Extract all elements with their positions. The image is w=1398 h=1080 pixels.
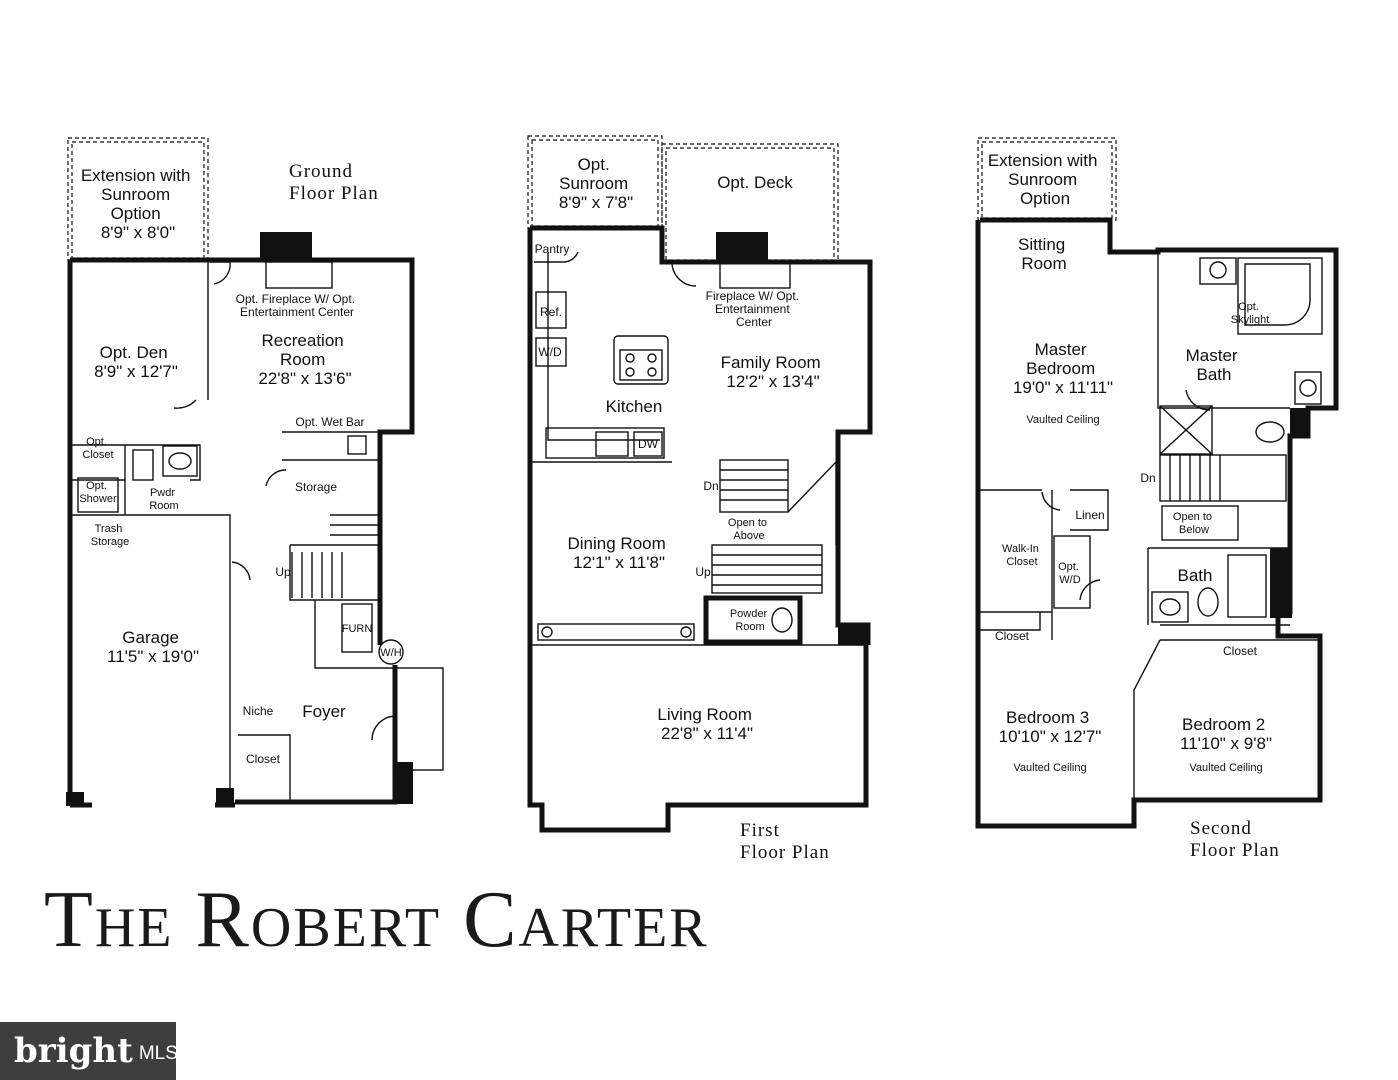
first-down-label: Dn bbox=[703, 479, 718, 493]
recreation-room-label: Recreation Room 22'8" x 13'6" bbox=[258, 331, 351, 388]
bedroom-3-label: Bedroom 3 10'10" x 12'7" bbox=[999, 708, 1102, 746]
storage-label: Storage bbox=[295, 480, 337, 494]
garage-label: Garage 11'5" x 19'0" bbox=[107, 628, 199, 666]
second-floor-plan: Extension with Sunroom Option Sitting Ro… bbox=[975, 137, 1339, 861]
water-heater-label: W/H bbox=[380, 647, 401, 659]
bed2-vaulted-label: Vaulted Ceiling bbox=[1189, 762, 1262, 774]
washer-dryer-label: W/D bbox=[538, 345, 562, 359]
bedroom-2-label: Bedroom 2 11'10" x 9'8" bbox=[1180, 715, 1272, 753]
dishwasher-label: DW bbox=[638, 437, 659, 451]
dining-room-label: Dining Room 12'1" x 11'8" bbox=[568, 534, 671, 572]
deck-label: Opt. Deck bbox=[717, 173, 793, 192]
bright-mls-watermark: bright MLS bbox=[0, 1022, 178, 1080]
first-up-label: Up bbox=[695, 565, 711, 579]
sitting-room-label: Sitting Room bbox=[1018, 235, 1070, 273]
powder-label: Powder Room bbox=[730, 608, 770, 633]
master-bedroom-label: Master Bedroom 19'0" x 11'11" bbox=[1013, 340, 1113, 397]
furnace-label: FURN bbox=[342, 623, 373, 635]
pantry-label: Pantry bbox=[535, 242, 570, 256]
master-bath-label: Master Bath bbox=[1186, 346, 1243, 384]
ground-floor-plan: Extension with Sunroom Option 8'9" x 8'0… bbox=[66, 137, 444, 808]
kitchen-label: Kitchen bbox=[606, 397, 663, 416]
skylight-label: Opt. Skylight bbox=[1231, 301, 1270, 326]
bed3-closet-label: Closet bbox=[995, 629, 1030, 643]
master-vaulted-label: Vaulted Ceiling bbox=[1026, 414, 1099, 426]
ground-fireplace-label: Opt. Fireplace W/ Opt. Entertainment Cen… bbox=[236, 292, 359, 319]
family-room-label: Family Room 12'2" x 13'4" bbox=[721, 353, 826, 391]
ref-label: Ref. bbox=[540, 305, 562, 319]
trash-storage-label: Trash Storage bbox=[91, 523, 130, 548]
bed3-vaulted-label: Vaulted Ceiling bbox=[1013, 762, 1086, 774]
ground-closet-label: Closet bbox=[246, 752, 281, 766]
watermark-brand: bright bbox=[14, 1031, 133, 1071]
opt-wd-label: Opt. W/D bbox=[1058, 561, 1082, 586]
ground-extension-label: Extension with Sunroom Option 8'9" x 8'0… bbox=[81, 166, 195, 242]
open-below-label: Open to Below bbox=[1173, 511, 1215, 536]
foyer-label: Foyer bbox=[302, 702, 346, 721]
second-floor-caption: Second Floor Plan bbox=[1190, 818, 1280, 861]
bed2-closet-label: Closet bbox=[1223, 644, 1258, 658]
walkin-closet-label: Walk-In Closet bbox=[1002, 543, 1042, 568]
second-extension-label: Extension with Sunroom Option bbox=[988, 151, 1102, 208]
first-floor-caption: First Floor Plan bbox=[740, 820, 830, 863]
niche-label: Niche bbox=[243, 704, 274, 718]
first-sunroom-label: Opt. Sunroom 8'9" x 7'8" bbox=[559, 155, 633, 212]
wet-bar-label: Opt. Wet Bar bbox=[295, 415, 364, 429]
ground-up-label: Up bbox=[275, 565, 291, 579]
living-room-label: Living Room 22'8" x 11'4" bbox=[657, 705, 756, 743]
open-above-label: Open to Above bbox=[728, 517, 770, 542]
linen-label: Linen bbox=[1075, 508, 1104, 522]
first-fireplace-label: Fireplace W/ Opt. Entertainment Center bbox=[706, 289, 803, 329]
bath-label: Bath bbox=[1178, 566, 1213, 585]
first-floor-plan: Opt. Sunroom 8'9" x 7'8" Opt. Deck Pantr… bbox=[527, 135, 873, 863]
den-label: Opt. Den 8'9" x 12'7" bbox=[94, 343, 178, 381]
powder-room-label: Pwdr Room bbox=[149, 487, 178, 512]
opt-closet-label: Opt. Closet bbox=[82, 436, 113, 461]
second-down-label: Dn bbox=[1140, 471, 1155, 485]
watermark-suffix: MLS bbox=[138, 1043, 178, 1064]
opt-shower-label: Opt. Shower bbox=[79, 480, 117, 505]
ground-floor-caption: Ground Floor Plan bbox=[289, 161, 379, 204]
plan-title: The Robert Carter bbox=[44, 876, 709, 964]
